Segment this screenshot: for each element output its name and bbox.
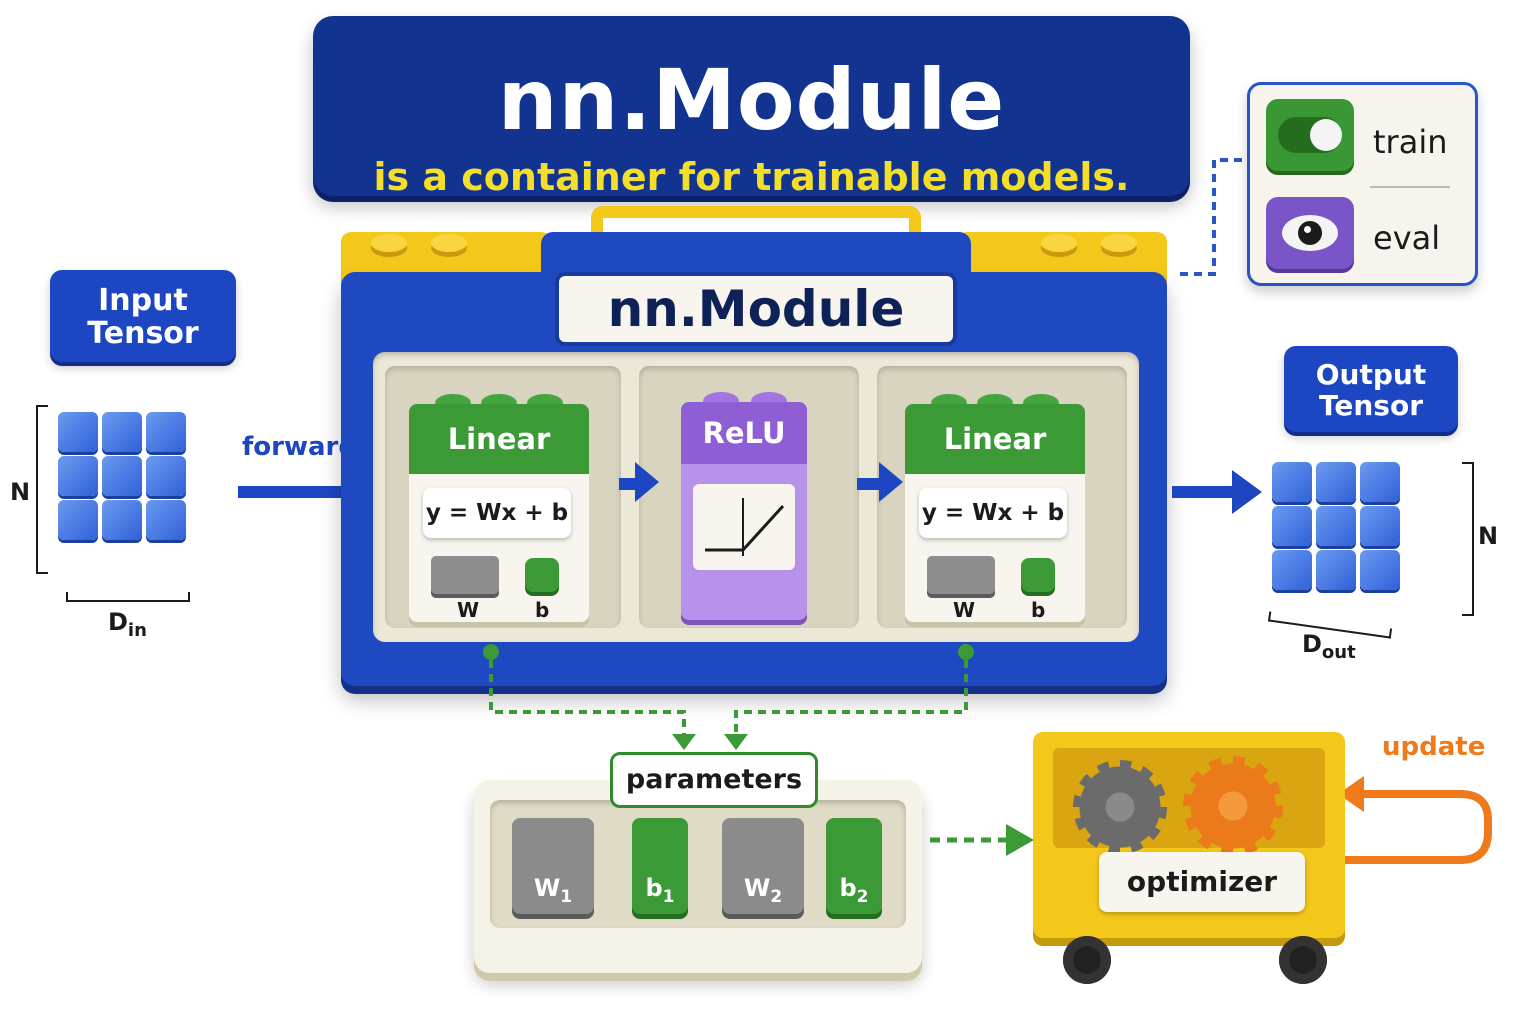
input-label-line2: Tensor (87, 316, 199, 351)
linear-1-weight-label: W (457, 598, 480, 622)
slot-relu: ReLU (639, 366, 859, 628)
output-label-line1: Output (1315, 358, 1427, 391)
input-n-bracket (36, 405, 48, 574)
input-d-label: Din (108, 608, 147, 641)
weight-brick-icon (431, 556, 499, 594)
module-tray: Linear y = Wx + b W b ReLU (373, 352, 1139, 642)
gray-gear-icon (1073, 760, 1167, 854)
output-tensor-cube (1272, 462, 1400, 590)
update-label: update (1382, 732, 1486, 762)
linear-layer-1: Linear y = Wx + b W b (409, 394, 589, 622)
optimizer-label: optimizer (1099, 852, 1305, 912)
bias-brick-icon (1021, 558, 1055, 592)
input-n-label: N (10, 478, 31, 506)
param-w2: W2 (722, 818, 804, 914)
input-d-bracket (66, 592, 190, 602)
diagram-subtitle: is a container for trainable models. (373, 155, 1130, 199)
param-b2: b2 (826, 818, 882, 914)
linear-1-formula: y = Wx + b (423, 488, 571, 538)
module-case: nn.Module Linear y = Wx + b W b (341, 206, 1167, 686)
bias-brick-icon (525, 558, 559, 592)
output-arrow-line (1172, 486, 1234, 498)
slot-linear-2: Linear y = Wx + b W b (877, 366, 1127, 628)
arrow-linear-relu (619, 478, 637, 490)
weight-brick-icon (927, 556, 995, 594)
module-label: nn.Module (555, 272, 957, 346)
arrow-relu-linear (857, 478, 881, 490)
param-b1: b1 (632, 818, 688, 914)
slot-linear-1: Linear y = Wx + b W b (385, 366, 621, 628)
output-tensor-label: Output Tensor (1284, 346, 1458, 432)
relu-graph-icon (693, 484, 795, 570)
relu-title: ReLU (681, 402, 807, 464)
mode-panel: train eval (1247, 82, 1478, 286)
input-tensor-cube (58, 412, 186, 540)
cart-wheel-icon (1279, 936, 1327, 984)
input-tensor-label: Input Tensor (50, 270, 236, 362)
output-label-line2: Tensor (1318, 388, 1423, 422)
optimizer-cart: optimizer (1033, 722, 1345, 990)
output-d-label: Dout (1302, 630, 1356, 663)
linear-2-weight-label: W (953, 598, 976, 622)
param-w1: W1 (512, 818, 594, 914)
title-banner: nn.Module is a container for trainable m… (313, 16, 1190, 196)
output-arrow-head (1232, 470, 1262, 514)
eye-icon (1266, 197, 1354, 269)
orange-gear-icon (1183, 756, 1283, 856)
parameters-label: parameters (610, 752, 818, 808)
linear-1-title: Linear (409, 404, 589, 474)
forward-label: forward (242, 432, 357, 462)
linear-1-bias-label: b (535, 598, 550, 622)
parameters-tray: W1 b1 W2 b2 (474, 780, 922, 973)
relu-layer: ReLU (681, 392, 807, 620)
linear-2-bias-label: b (1031, 598, 1046, 622)
output-n-label: N (1478, 522, 1499, 550)
input-label-line1: Input (98, 283, 188, 318)
linear-layer-2: Linear y = Wx + b W b (905, 394, 1085, 622)
train-toggle-icon (1266, 99, 1354, 171)
eval-label: eval (1373, 219, 1441, 257)
linear-2-formula: y = Wx + b (919, 488, 1067, 538)
output-n-bracket (1462, 462, 1474, 616)
linear-2-title: Linear (905, 404, 1085, 474)
cart-wheel-icon (1063, 936, 1111, 984)
diagram-title: nn.Module (497, 51, 1006, 149)
mode-divider (1370, 186, 1450, 188)
train-label: train (1373, 123, 1448, 161)
